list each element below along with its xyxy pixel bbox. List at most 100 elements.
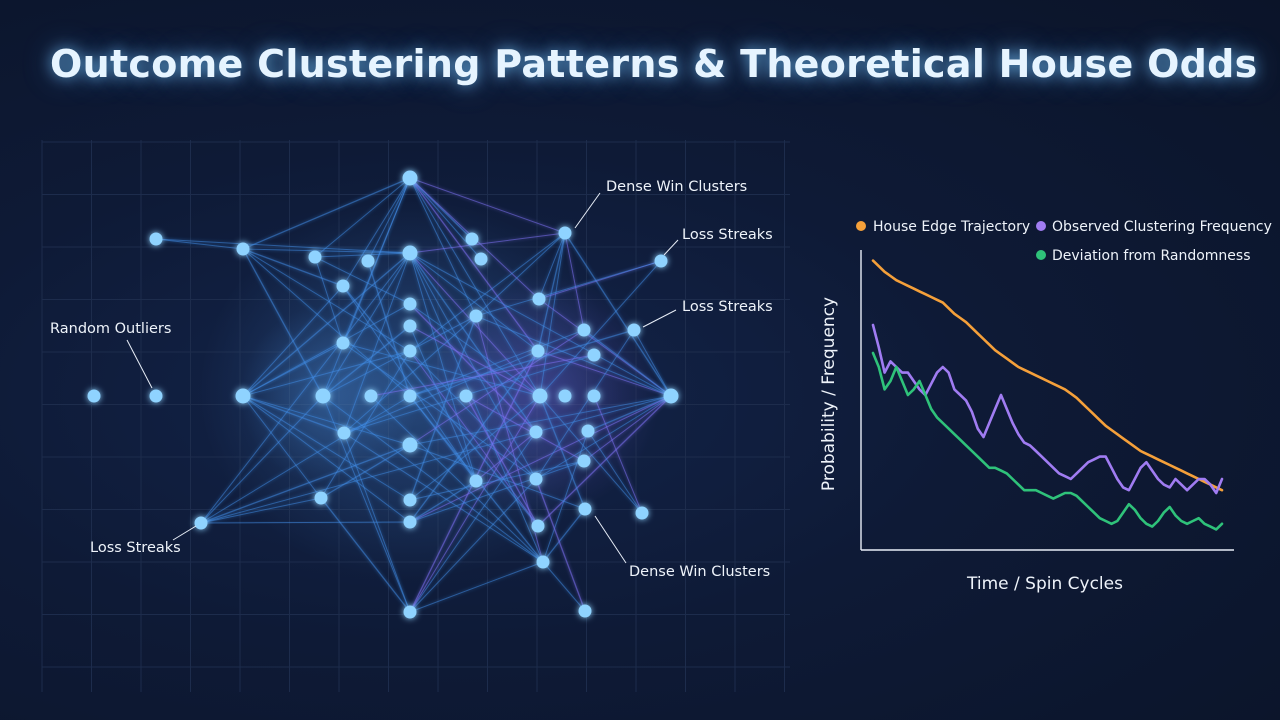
- annotation-loss-streaks-mid: Loss Streaks: [682, 299, 773, 315]
- network-node: [627, 323, 641, 337]
- network-edge: [242, 395, 411, 501]
- network-edge: [320, 444, 411, 499]
- network-edge: [538, 232, 566, 300]
- network-edge: [322, 252, 411, 397]
- network-edge: [409, 350, 539, 527]
- page-title: Outcome Clustering Patterns & Theoretica…: [50, 42, 1258, 86]
- annotation-dense-win-clusters-bottom: Dense Win Clusters: [629, 564, 770, 580]
- network-node: [531, 344, 545, 358]
- network-edge: [242, 395, 322, 499]
- network-edge: [314, 256, 344, 344]
- network-edge: [200, 395, 411, 524]
- network-edge: [409, 395, 541, 613]
- network-node: [403, 389, 417, 403]
- network-node: [337, 426, 351, 440]
- network-node: [308, 250, 322, 264]
- network-node: [459, 389, 473, 403]
- network-node: [577, 454, 591, 468]
- network-edge: [409, 252, 537, 480]
- network-node: [465, 232, 479, 246]
- network-edge: [242, 248, 411, 397]
- leader-loss-streaks-bottom: [172, 525, 197, 541]
- network-node: [403, 605, 417, 619]
- legend-swatch-deviation: [1036, 250, 1046, 260]
- network-edge: [537, 395, 672, 527]
- network-node: [87, 389, 101, 403]
- leader-loss-streaks-mid: [642, 309, 677, 328]
- network-edge: [542, 430, 589, 563]
- network-node: [529, 472, 543, 486]
- network-edge: [475, 431, 537, 482]
- network-node: [536, 555, 550, 569]
- network-node: [663, 388, 679, 404]
- legend-swatch-observed-clustering: [1036, 221, 1046, 231]
- network-edge: [409, 431, 537, 613]
- x-axis-label: Time / Spin Cycles: [966, 574, 1123, 594]
- network-edge: [155, 238, 411, 254]
- network-edge: [200, 521, 411, 524]
- leader-loss-streaks-top: [663, 239, 679, 256]
- network-edge: [322, 395, 544, 563]
- network-node: [531, 519, 545, 533]
- network-node: [403, 515, 417, 529]
- network-edge: [409, 303, 537, 433]
- network-edge: [535, 395, 672, 433]
- network-node: [149, 232, 163, 246]
- network-node: [336, 279, 350, 293]
- network-edge: [409, 252, 477, 482]
- network-edge: [587, 430, 643, 514]
- legend-label-deviation: Deviation from Randomness: [1052, 248, 1250, 264]
- legend-swatch-house-edge: [856, 221, 866, 231]
- network-edge: [633, 329, 672, 397]
- network-node: [469, 309, 483, 323]
- network-edge: [537, 232, 566, 352]
- network-edge: [242, 285, 344, 397]
- network-edge: [564, 232, 585, 331]
- network-edge: [242, 395, 345, 434]
- network-node: [532, 292, 546, 306]
- network-edge: [322, 395, 411, 613]
- network-edge: [535, 329, 635, 480]
- leader-dense-win-bottom: [594, 515, 627, 564]
- network-edge: [342, 177, 411, 287]
- network-edge: [539, 232, 566, 397]
- network-edge: [409, 460, 585, 501]
- network-node: [194, 516, 208, 530]
- legend-label-observed-clustering: Observed Clustering Frequency: [1052, 219, 1272, 235]
- annotation-loss-streaks-top: Loss Streaks: [682, 227, 773, 243]
- network-edge: [200, 444, 411, 524]
- network-edge: [314, 177, 411, 258]
- network-edge: [564, 232, 672, 397]
- network-edge: [200, 497, 322, 524]
- network-edge: [409, 329, 585, 446]
- network-edge: [320, 350, 411, 499]
- network-edge: [409, 177, 566, 234]
- network-node: [315, 388, 331, 404]
- network-edge: [409, 252, 672, 397]
- network-edge: [242, 342, 344, 397]
- network-edge: [409, 252, 544, 563]
- network-edge: [583, 395, 672, 462]
- network-edge: [409, 252, 539, 352]
- network-edge: [409, 329, 635, 397]
- network-node: [558, 389, 572, 403]
- network-edge: [370, 395, 544, 563]
- network-edge: [465, 395, 539, 527]
- network-node: [577, 323, 591, 337]
- network-node: [529, 425, 543, 439]
- network-edge: [242, 303, 411, 397]
- network-edge: [409, 329, 585, 397]
- network-edge: [343, 252, 411, 434]
- network-edge: [200, 395, 324, 524]
- network-node: [581, 424, 595, 438]
- network-edge: [242, 248, 411, 254]
- network-edge: [539, 260, 662, 397]
- network-edge: [343, 432, 411, 613]
- network-edge: [409, 460, 585, 523]
- network-node: [587, 389, 601, 403]
- network-node: [314, 491, 328, 505]
- network-edge: [322, 325, 411, 397]
- network-edge: [535, 395, 672, 480]
- network-edge: [409, 478, 537, 613]
